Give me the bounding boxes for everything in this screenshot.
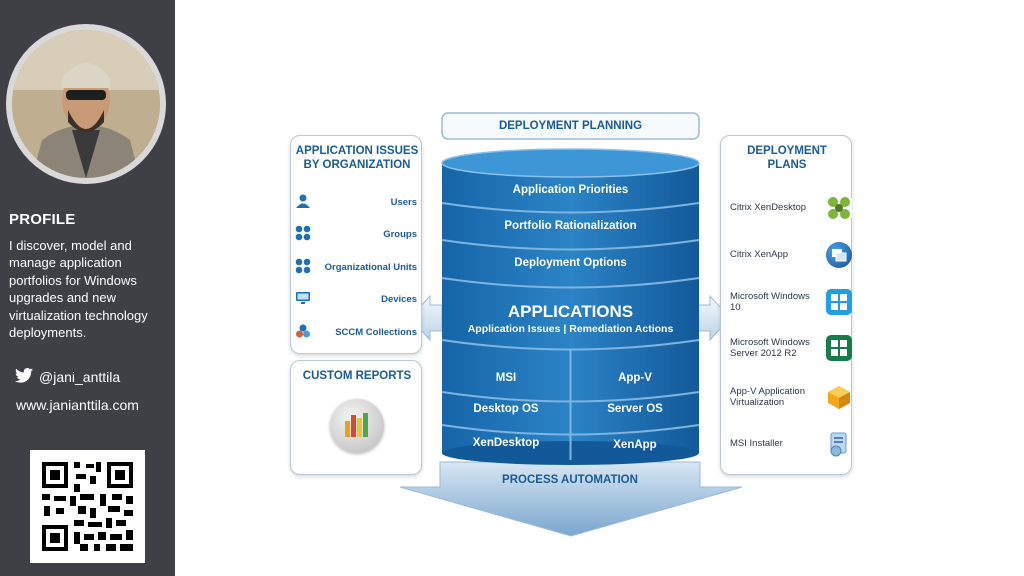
twitter-icon (15, 368, 33, 386)
platform-msi: MSI (495, 372, 517, 384)
deployment-plans-box: DEPLOYMENT PLANS Citrix XenDesktop Citri… (720, 135, 852, 475)
process-automation-label: PROCESS AUTOMATION (502, 474, 638, 486)
plan-windows10-label: Microsoft Windows 10 (730, 290, 810, 314)
xendesktop-icon (826, 195, 852, 221)
application-issues-box: APPLICATION ISSUES BY ORGANIZATION Users… (290, 135, 422, 354)
plan-windows-server[interactable]: Microsoft Windows Server 2012 R2 (730, 332, 852, 364)
issue-sccm-label: SCCM Collections (335, 326, 417, 338)
deployment-planning-label: DEPLOYMENT PLANNING (498, 120, 643, 132)
application-issues-title: APPLICATION ISSUES BY ORGANIZATION (295, 145, 419, 171)
plan-appv[interactable]: App-V Application Virtualization (730, 381, 852, 413)
applications-title: APPLICATIONS (507, 302, 634, 321)
layer-portfolio-rationalization: Portfolio Rationalization (504, 220, 637, 232)
applications-subtitle: Application Issues | Remediation Actions (467, 323, 674, 335)
msi-installer-icon (826, 431, 852, 457)
avatar-frame (0, 22, 175, 196)
report-chart-icon[interactable] (330, 399, 384, 453)
issue-users-label: Users (390, 196, 417, 208)
website-link[interactable]: www.janianttila.com (16, 397, 139, 413)
plan-xendesktop-label: Citrix XenDesktop (730, 202, 807, 214)
platform-desktop-os: Desktop OS (473, 403, 539, 415)
platform-xendesktop: XenDesktop (472, 437, 540, 449)
issue-org-units[interactable]: Organizational Units (295, 257, 417, 277)
issue-users[interactable]: Users (295, 192, 417, 212)
platform-server-os: Server OS (607, 403, 663, 415)
deployment-plans-title: DEPLOYMENT PLANS (747, 145, 827, 171)
qr-code (30, 450, 145, 563)
platform-app-v: App-V (618, 372, 652, 384)
plan-xenapp[interactable]: Citrix XenApp (730, 239, 852, 271)
issue-sccm-collections[interactable]: SCCM Collections (295, 322, 417, 342)
layer-deployment-options: Deployment Options (514, 257, 627, 269)
issue-org-units-label: Organizational Units (324, 261, 417, 273)
platform-xenapp: XenApp (613, 439, 657, 451)
groups-icon (295, 225, 311, 244)
plan-appv-label: App-V Application Virtualization (730, 385, 805, 409)
profile-sidebar: PROFILE I discover, model and manage app… (0, 0, 175, 576)
process-automation-arrow (399, 461, 743, 537)
profile-description: I discover, model and manage application… (9, 238, 148, 341)
issue-devices-label: Devices (381, 293, 417, 305)
plan-msi-installer-label: MSI Installer (730, 438, 783, 450)
layer-application-priorities: Application Priorities (512, 184, 629, 196)
custom-reports-title: CUSTOM REPORTS (302, 370, 412, 382)
custom-reports-box: CUSTOM REPORTS (290, 360, 422, 475)
org-units-icon (295, 258, 311, 277)
plan-windows-server-label: Microsoft Windows Server 2012 R2 (730, 336, 810, 360)
plan-msi-installer[interactable]: MSI Installer (730, 428, 852, 460)
issue-groups[interactable]: Groups (295, 224, 417, 244)
twitter-handle: @jani_anttila (39, 369, 121, 385)
monitor-icon (295, 290, 311, 309)
xenapp-icon (826, 242, 852, 268)
appv-icon (826, 384, 852, 410)
profile-title: PROFILE (9, 211, 76, 228)
windows10-icon (826, 289, 852, 315)
sccm-icon (295, 323, 311, 342)
twitter-handle-link[interactable]: @jani_anttila (15, 368, 120, 386)
user-icon (295, 193, 311, 212)
issue-groups-label: Groups (383, 228, 417, 240)
plan-windows10[interactable]: Microsoft Windows 10 (730, 286, 852, 318)
plan-xenapp-label: Citrix XenApp (730, 249, 789, 261)
issue-devices[interactable]: Devices (295, 289, 417, 309)
windows-server-icon (826, 335, 852, 361)
plan-xendesktop[interactable]: Citrix XenDesktop (730, 192, 852, 224)
